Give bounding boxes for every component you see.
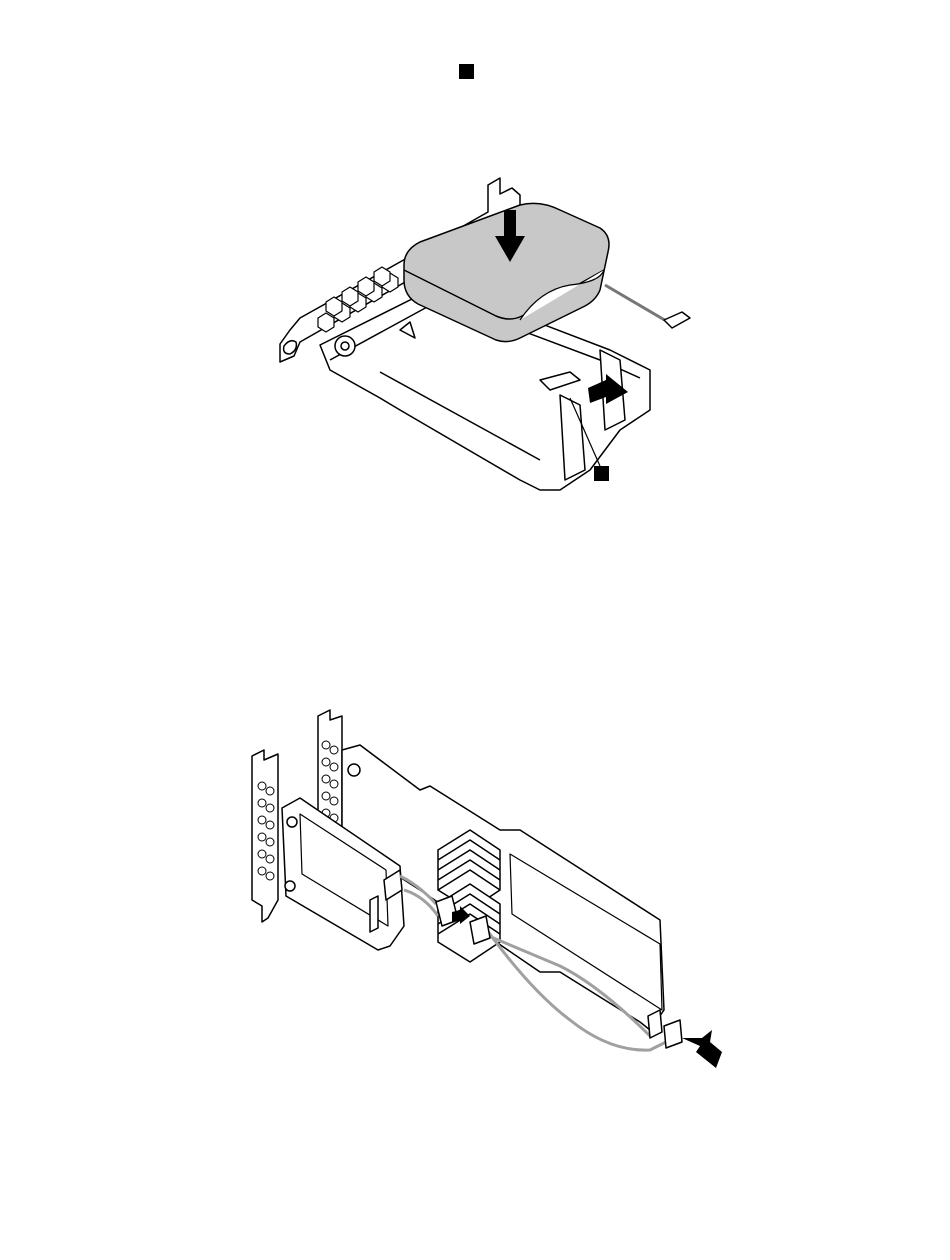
callout-square-2 (594, 466, 609, 481)
battery-cable (605, 285, 668, 322)
figure-battery-install (0, 0, 950, 520)
callout-square-1 (459, 64, 474, 79)
cable-end-connector (664, 1020, 682, 1048)
heatsink (438, 830, 500, 962)
battery-install-illustration (0, 0, 950, 520)
card-connector (648, 1010, 662, 1038)
figure-cable-connect (0, 690, 950, 1110)
pci-bracket-front (252, 750, 278, 922)
insert-arrow-icon (682, 1030, 722, 1068)
cable-connect-illustration (0, 690, 950, 1110)
inline-connector-right (470, 916, 490, 944)
battery-cable-connector (664, 312, 690, 328)
